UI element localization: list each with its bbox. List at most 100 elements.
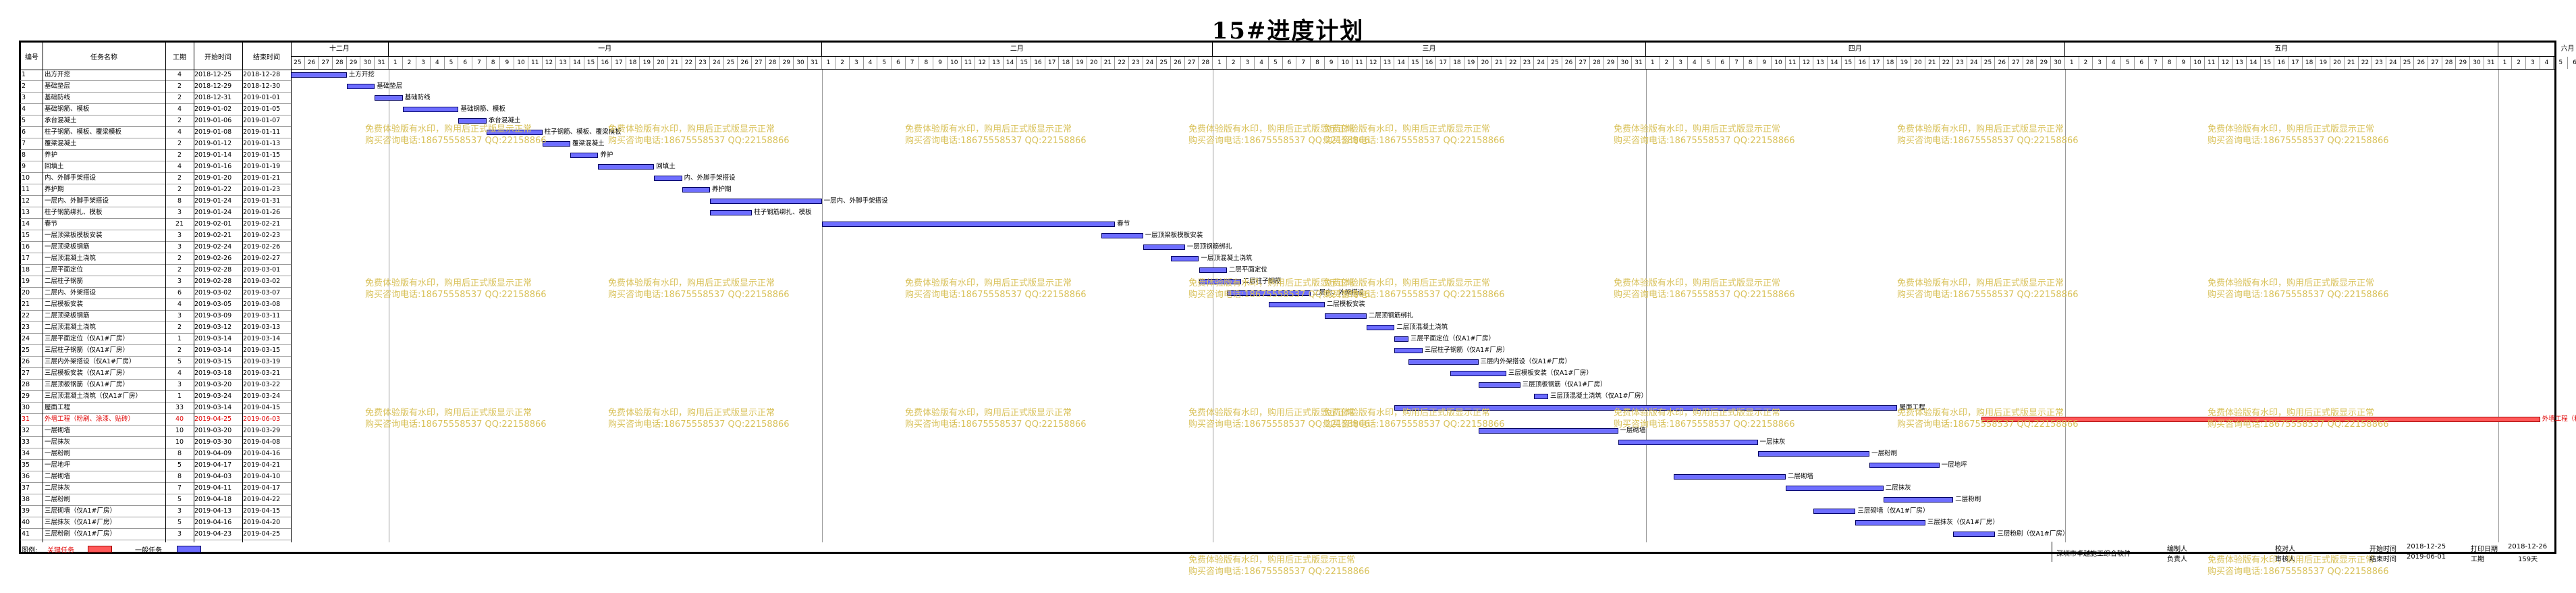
- cell-duration: 3: [177, 232, 182, 239]
- task-bar: [1618, 440, 1758, 445]
- cell-duration: 2: [177, 94, 182, 101]
- day-label: 19: [1898, 57, 1912, 69]
- cell-name: 二层顶梁板钢筋: [45, 312, 90, 319]
- watermark-line1: 免费体验版有水印，购用后正式版显示正常: [1614, 408, 1781, 418]
- task-bar: [1199, 267, 1227, 273]
- watermark-line2: 购买咨询电话:18675558537 QQ:22158866: [2208, 567, 2389, 577]
- day-label: 27: [752, 57, 766, 69]
- watermark-line2: 购买咨询电话:18675558537 QQ:22158866: [1188, 136, 1370, 146]
- month-gridline: [1645, 70, 1647, 542]
- watermark-line2: 购买咨询电话:18675558537 QQ:22158866: [365, 136, 547, 146]
- day-label: 12: [1800, 57, 1814, 69]
- day-label: 1: [1213, 57, 1227, 69]
- cell-start: 2019-04-13: [194, 507, 232, 515]
- cell-name: 一层粉刷: [45, 450, 71, 457]
- day-label: 8: [2163, 57, 2177, 69]
- cell-id: 41: [22, 530, 30, 538]
- day-label: 1: [2498, 57, 2513, 69]
- watermark-line2: 购买咨询电话:18675558537 QQ:22158866: [1323, 419, 1505, 430]
- cell-end: 2019-03-13: [243, 324, 281, 331]
- cell-end: 2019-01-07: [243, 117, 281, 124]
- task-bar-label: 三层抹灰（仅A1#厂房）: [1927, 519, 1999, 526]
- task-bar: [1674, 474, 1786, 480]
- cell-start: 2019-01-16: [194, 163, 232, 170]
- day-label: 15: [1842, 57, 1856, 69]
- cell-start: 2019-02-28: [194, 266, 232, 274]
- watermark-line1: 免费体验版有水印，购用后正式版显示正常: [1614, 124, 1781, 134]
- day-label: 13: [556, 57, 570, 69]
- info-block: 深圳市卓越施工综合软件 编制人 负责人 校对人 审核人 开始时间 2018-12…: [2052, 542, 2556, 563]
- day-label: 20: [1911, 57, 1925, 69]
- task-bar: [1143, 244, 1185, 250]
- cell-end: 2019-03-29: [243, 427, 281, 434]
- task-bar-label: 回填土: [656, 163, 676, 170]
- cell-end: 2019-04-25: [243, 530, 281, 538]
- cell-end: 2019-01-23: [243, 186, 281, 193]
- watermark: 免费体验版有水印，购用后正式版显示正常购买咨询电话:18675558537 QQ…: [1614, 124, 1795, 147]
- watermark-line1: 免费体验版有水印，购用后正式版显示正常: [905, 124, 1072, 134]
- cell-duration: 8: [177, 197, 182, 205]
- day-label: 29: [780, 57, 794, 69]
- legend-normal-swatch: [177, 546, 201, 552]
- cell-duration: 2: [177, 174, 182, 182]
- cell-start: 2019-03-09: [194, 312, 232, 319]
- cell-start: 2019-02-24: [194, 243, 232, 251]
- cell-duration: 4: [177, 128, 182, 136]
- day-label: 11: [2205, 57, 2219, 69]
- day-label: 13: [2232, 57, 2247, 69]
- cell-id: 2: [22, 82, 26, 90]
- cell-name: 三层抹灰（仅A1#厂房）: [45, 519, 117, 526]
- task-bar: [654, 176, 682, 181]
- cell-start: 2019-03-20: [194, 427, 232, 434]
- task-bar: [1785, 486, 1884, 491]
- day-label: 4: [431, 57, 445, 69]
- cell-start: 2019-03-30: [194, 438, 232, 446]
- cell-duration: 4: [177, 105, 182, 113]
- day-label: 24: [1534, 57, 1548, 69]
- task-bar-label: 覆梁混凝土: [572, 140, 605, 147]
- cell-duration: 2: [177, 82, 182, 90]
- watermark: 免费体验版有水印，购用后正式版显示正常购买咨询电话:18675558537 QQ…: [1323, 407, 1505, 430]
- day-label: 7: [1296, 57, 1311, 69]
- day-label: 5: [877, 57, 892, 69]
- cell-end: 2018-12-30: [243, 82, 281, 90]
- watermark-line2: 购买咨询电话:18675558537 QQ:22158866: [2208, 419, 2389, 430]
- day-label: 7: [906, 57, 920, 69]
- watermark: 免费体验版有水印，购用后正式版显示正常购买咨询电话:18675558537 QQ…: [608, 407, 790, 430]
- cell-id: 12: [22, 197, 30, 205]
- task-bar: [1478, 382, 1520, 388]
- watermark-line2: 购买咨询电话:18675558537 QQ:22158866: [1614, 290, 1795, 300]
- cell-name: 基础防线: [45, 94, 71, 101]
- cell-id: 4: [22, 105, 26, 113]
- day-label: 6: [458, 57, 473, 69]
- task-bar-label: 一层顶钢筋绑扎: [1186, 243, 1232, 251]
- day-label: 29: [1604, 57, 1618, 69]
- legend-critical-label: 关键任务: [47, 547, 74, 555]
- watermark-line1: 免费体验版有水印，购用后正式版显示正常: [1323, 408, 1491, 418]
- cell-end: 2019-01-15: [243, 151, 281, 159]
- watermark: 免费体验版有水印，购用后正式版显示正常购买咨询电话:18675558537 QQ…: [365, 407, 547, 430]
- task-bar: [1324, 313, 1367, 319]
- maker-label: 编制人: [2167, 546, 2187, 553]
- table-header: 编号 任务名称 工期 开始时间 结束时间: [20, 43, 291, 70]
- day-label: 24: [1143, 57, 1157, 69]
- cell-name: 一层地坪: [45, 461, 71, 469]
- day-label: 9: [501, 57, 515, 69]
- watermark-line1: 免费体验版有水印，购用后正式版显示正常: [608, 278, 775, 288]
- cell-id: 23: [22, 324, 30, 331]
- cell-end: 2019-06-03: [243, 415, 281, 423]
- cell-name: 柱子钢筋、模板、覆梁模板: [45, 128, 122, 136]
- task-bar: [682, 187, 710, 192]
- day-label: 28: [333, 57, 347, 69]
- day-label: 4: [2540, 57, 2554, 69]
- cell-duration: 2: [177, 255, 182, 262]
- cell-end: 2019-03-24: [243, 392, 281, 400]
